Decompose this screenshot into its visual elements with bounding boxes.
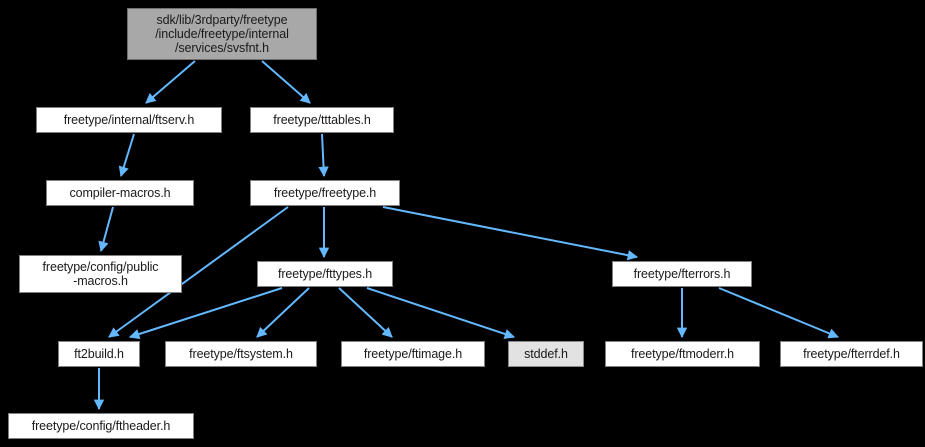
node-ftimage[interactable]: freetype/ftimage.h (341, 341, 485, 367)
node-fttypes[interactable]: freetype/fttypes.h (257, 261, 393, 287)
edge-tttables-to-freetype (318, 133, 329, 178)
node-fterrors[interactable]: freetype/fterrors.h (612, 261, 752, 287)
edge-ftserv-to-compiler-macros (118, 133, 135, 177)
edge-freetype-to-fterrors (382, 206, 639, 261)
edge-svsfnt-to-tttables (261, 60, 311, 104)
edge-fttypes-to-stddef (366, 287, 515, 339)
edge-fttypes-to-ft2build (129, 287, 283, 340)
node-public-macros[interactable]: freetype/config/public -macros.h (19, 255, 182, 293)
edge-fttypes-to-ftimage (338, 287, 393, 338)
node-ftserv[interactable]: freetype/internal/ftserv.h (36, 107, 222, 133)
edge-compiler-macros-to-public-macros (98, 206, 114, 253)
node-stddef[interactable]: stddef.h (508, 341, 584, 367)
node-compiler-macros[interactable]: compiler-macros.h (46, 180, 194, 206)
edge-fterrors-to-fterrdef (718, 287, 839, 339)
node-fterrdef[interactable]: freetype/fterrdef.h (780, 341, 923, 367)
node-ftmoderr[interactable]: freetype/ftmoderr.h (605, 341, 760, 367)
node-ftsystem[interactable]: freetype/ftsystem.h (165, 341, 317, 367)
node-freetype[interactable]: freetype/freetype.h (250, 180, 400, 206)
edge-fttypes-to-ftsystem (256, 287, 310, 338)
node-svsfnt[interactable]: sdk/lib/3rdparty/freetype /include/freet… (127, 8, 317, 60)
node-ft2build[interactable]: ft2build.h (58, 341, 140, 367)
node-tttables[interactable]: freetype/tttables.h (250, 107, 394, 133)
node-ftheader[interactable]: freetype/config/ftheader.h (8, 413, 194, 439)
edge-svsfnt-to-ftserv (145, 60, 196, 104)
